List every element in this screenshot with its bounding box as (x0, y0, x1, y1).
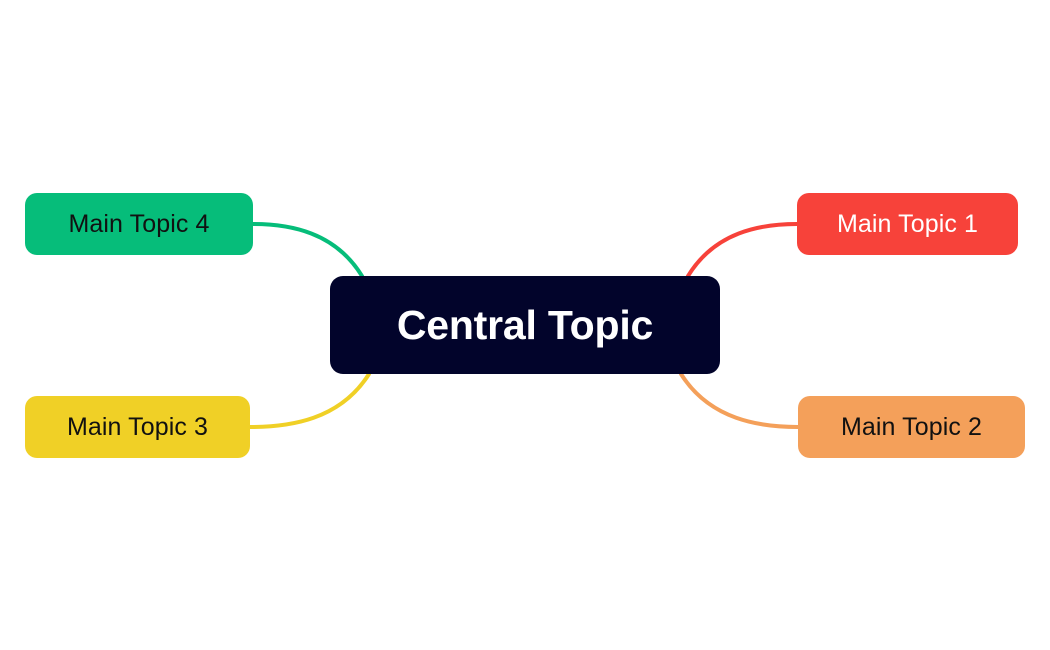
central-topic-node[interactable]: Central Topic (330, 276, 720, 374)
branch-label-topic-4: Main Topic 4 (68, 209, 210, 238)
connector-topic-4 (251, 222, 364, 278)
connector-topic-2 (679, 372, 800, 429)
central-topic-label: Central Topic (396, 301, 654, 348)
connector-topic-1 (686, 222, 799, 278)
branch-node-topic-3[interactable]: Main Topic 3 (25, 396, 250, 458)
branch-label-topic-3: Main Topic 3 (66, 412, 209, 441)
branch-node-topic-1[interactable]: Main Topic 1 (797, 193, 1018, 255)
branch-node-topic-2[interactable]: Main Topic 2 (798, 396, 1025, 458)
connector-topic-3 (248, 372, 371, 429)
branch-label-topic-2: Main Topic 2 (840, 412, 983, 441)
branch-label-topic-1: Main Topic 1 (836, 209, 979, 238)
branch-node-topic-4[interactable]: Main Topic 4 (25, 193, 253, 255)
